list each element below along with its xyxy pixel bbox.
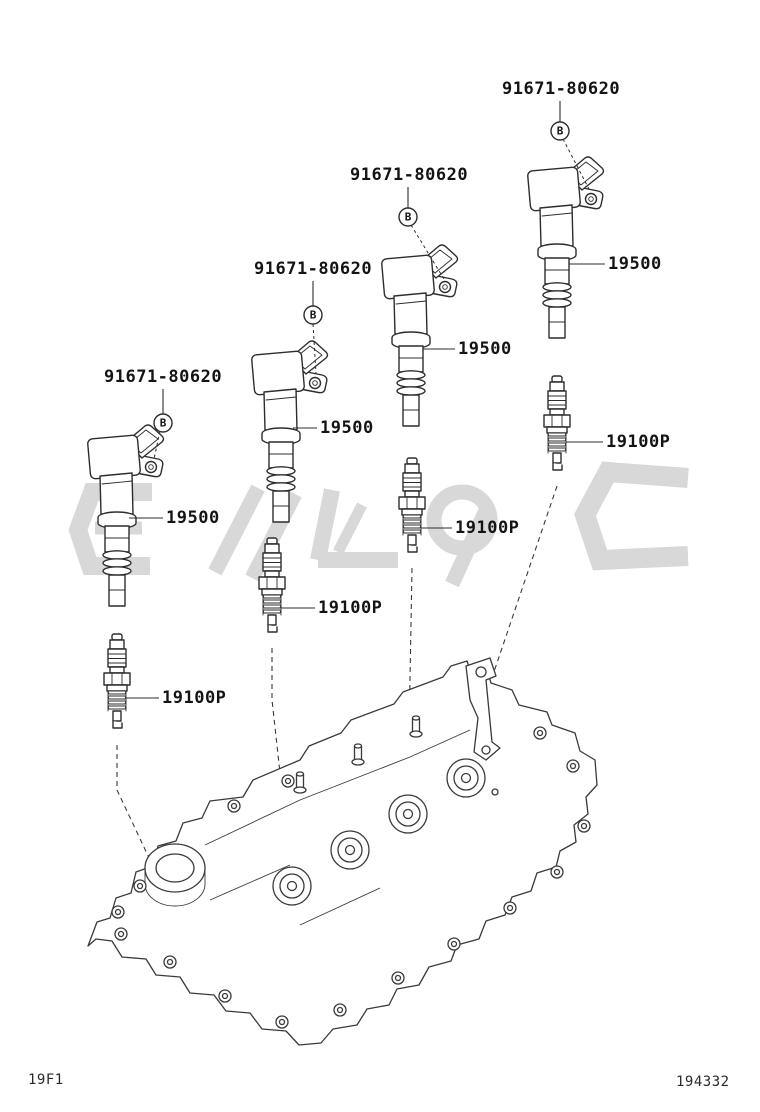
bolt-symbol-2: B <box>303 305 323 325</box>
coil-part-label-3: 19500 <box>458 339 512 359</box>
ignition-coil-3 <box>380 244 459 427</box>
spark-plug-3 <box>398 457 426 553</box>
coil-part-label-1: 19500 <box>166 508 220 528</box>
bolt-part-label-1: 91671-80620 <box>104 367 223 387</box>
bolt-symbol-letter: B <box>405 211 412 224</box>
bolt-part-label-2: 91671-80620 <box>254 259 373 279</box>
bolt-symbol-4: B <box>550 121 570 141</box>
bolt-part-label-3: 91671-80620 <box>350 165 469 185</box>
cylinder-head-cover <box>87 657 598 1046</box>
coil-part-label-4: 19500 <box>608 254 662 274</box>
plug-part-label-4: 19100P <box>606 432 671 452</box>
spark-plug-1 <box>103 633 131 729</box>
coil-part-label-2: 19500 <box>320 418 374 438</box>
plug-part-label-2: 19100P <box>318 598 383 618</box>
spark-plug-4 <box>543 375 571 471</box>
bolt-symbol-letter: B <box>310 309 317 322</box>
plug-part-label-3: 19100P <box>455 518 520 538</box>
bolt-symbol-letter: B <box>160 417 167 430</box>
bolt-part-label-4: 91671-80620 <box>502 79 621 99</box>
projection-lines <box>116 485 558 865</box>
cover-bracket <box>465 657 501 761</box>
cover-studs <box>293 715 423 794</box>
oil-filler-cap <box>144 843 206 907</box>
leader-lines <box>126 101 605 699</box>
bolt-symbol-1: B <box>153 413 173 433</box>
ignition-coil-1 <box>86 424 165 607</box>
watermark <box>68 461 689 588</box>
plug-part-label-1: 19100P <box>162 688 227 708</box>
spark-plug-tubes <box>272 758 486 906</box>
page-code: 19F1 <box>28 1072 64 1088</box>
bolt-symbol-3: B <box>398 207 418 227</box>
ignition-coil-4 <box>526 156 605 339</box>
figure-number: 194332 <box>676 1074 730 1090</box>
cover-bolt-holes <box>111 726 591 1029</box>
bolt-symbol-letter: B <box>557 125 564 138</box>
